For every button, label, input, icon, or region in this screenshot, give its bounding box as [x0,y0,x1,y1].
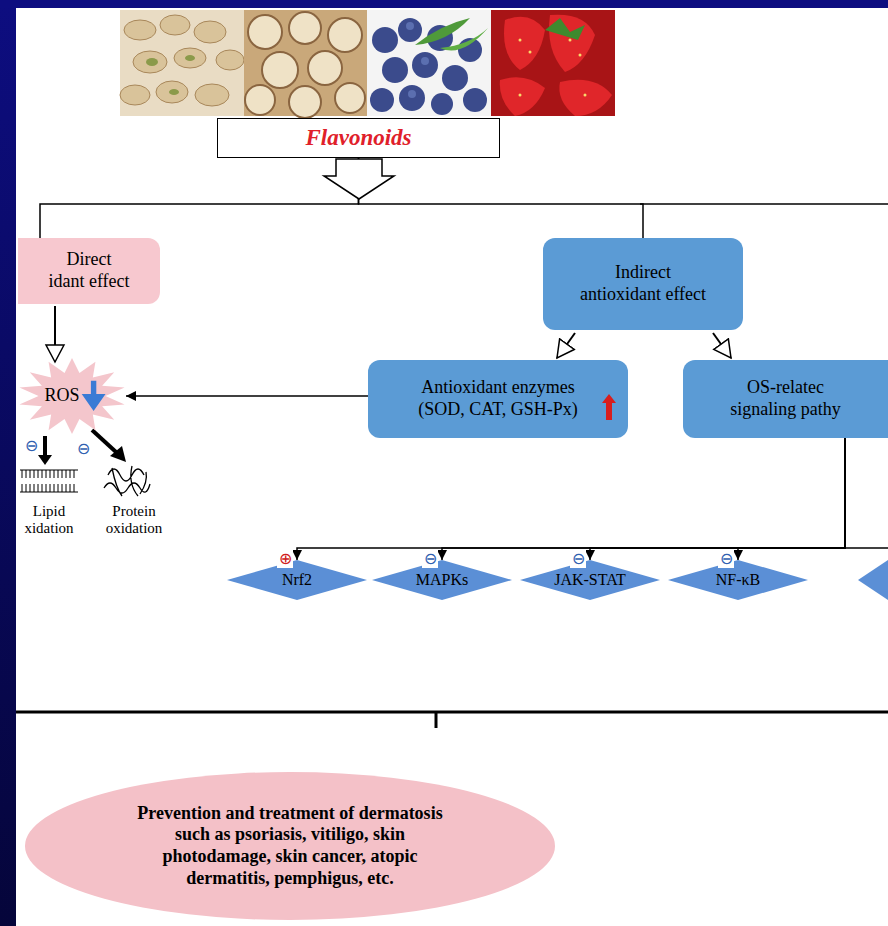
connector [713,333,731,358]
ros-burst: ROS [18,358,126,434]
edge-sign: ⊖ [718,550,734,568]
outcome-ellipse: Prevention and treatment of dermatosis s… [25,772,555,920]
connector [54,306,56,362]
arrow-head [110,446,126,462]
effect-box: Indirect antioxidant effect [543,238,743,330]
pathway-diamond: Nrf2 [227,560,367,600]
connector [297,438,845,560]
pathway-diamond: MAPKs [372,560,512,600]
node-text: Flavonoids [305,124,411,152]
edge-sign: ⊕ [277,550,293,568]
pathway-diamond: JAK-STAT [520,560,660,600]
branch-line [640,203,888,205]
connector [590,438,845,560]
effect-box: Direct idant effect [18,238,160,304]
decrease-arrow [86,381,101,407]
hollow-arrow [324,159,394,199]
lipid-bilayer-icon [20,470,78,492]
source-box: Flavonoids [217,118,500,158]
frame-strip [0,0,16,926]
node-text: Prevention and treatment of dermatosis s… [120,803,460,889]
pathway-box: OS-relatec signaling pathy [683,360,888,438]
connector [40,158,359,238]
connector [557,333,575,358]
node-text: OS-relatec signaling pathy [726,377,846,420]
bracket-line [16,711,888,714]
node-text: NF-κB [716,570,761,589]
enzyme-box: Antioxidant enzymes (SOD, CAT, GSH-Px) [368,360,628,438]
frame-strip [0,0,888,8]
edge-sign: ⊖ [570,550,586,568]
protein-icon [104,466,150,496]
increase-arrow [602,394,616,420]
node-text: MAPKs [416,570,468,589]
node-text: ROS [44,385,79,407]
arrow-head [38,455,52,465]
connector [126,395,368,397]
edge-sign: ⊖ [422,550,438,568]
connector [442,438,845,560]
node-text: Indirect antioxidant effect [574,262,712,305]
node-text: JAK-STAT [554,570,626,589]
inhibit-sign: ⊖ [22,437,40,455]
effect-arrow [43,436,47,456]
cropped-diamond [858,560,888,600]
pathway-diamond: NF-κB [668,560,808,600]
connector [359,158,644,238]
node-text: Direct idant effect [47,249,131,292]
bracket-tick [435,712,438,728]
food-photos [120,10,615,118]
effect-arrow [92,430,116,452]
effect-label: Protein oxidation [96,503,172,538]
node-text: Nrf2 [282,570,312,589]
connector [738,438,845,560]
effect-label: Lipid xidation [17,503,81,538]
inhibit-sign: ⊖ [74,440,92,458]
node-text: Antioxidant enzymes (SOD, CAT, GSH-Px) [403,377,593,420]
